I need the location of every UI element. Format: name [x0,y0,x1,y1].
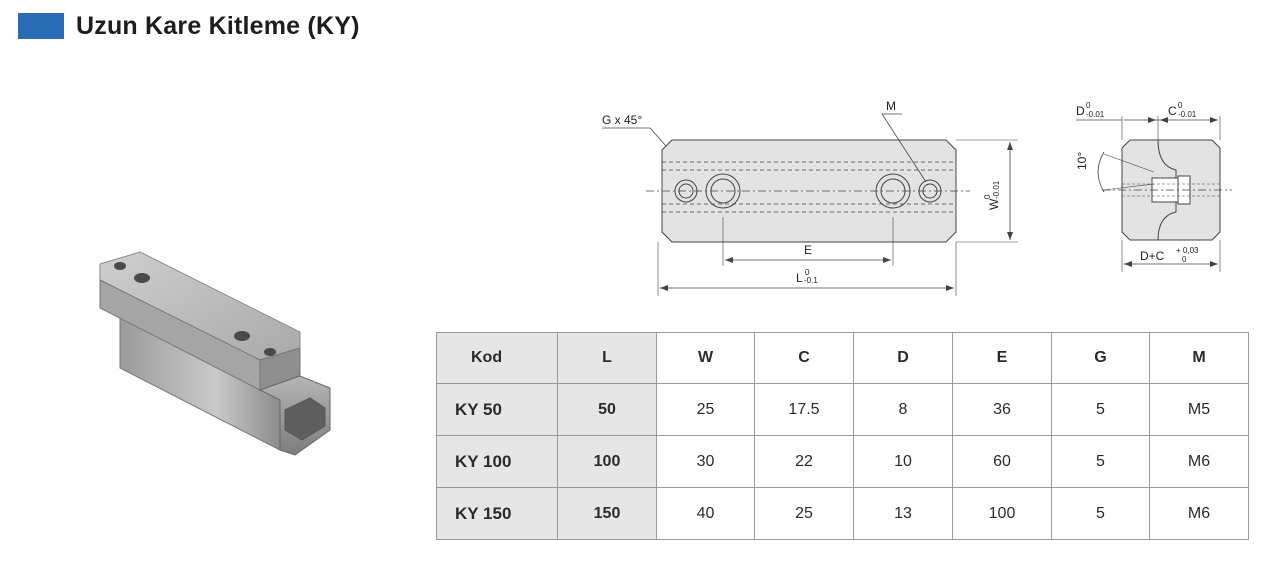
header-w: W [656,332,755,384]
cell-d: 8 [853,383,953,436]
w-dimension-label: W [987,198,1001,210]
cell-d: 10 [853,435,953,488]
header-kod: Kod [436,332,558,384]
cell-m: M6 [1149,487,1249,540]
header-e: E [952,332,1052,384]
cell-kod: KY 50 [436,383,558,436]
cell-d: 13 [853,487,953,540]
cell-l: 150 [557,487,657,540]
cell-l: 50 [557,383,657,436]
header-c: C [754,332,854,384]
w-tol-upper: 0 [983,194,992,199]
table-row: KY 50 50 25 17.5 8 36 5 M5 [436,383,1249,436]
c-tol-lower: -0.01 [1178,110,1197,119]
cell-g: 5 [1051,487,1150,540]
chamfer-label: G x 45° [602,113,642,127]
header-l: L [557,332,657,384]
angle-label: 10° [1075,152,1089,170]
cell-kod: KY 100 [436,435,558,488]
cell-w: 30 [656,435,755,488]
cell-kod: KY 150 [436,487,558,540]
cell-l: 100 [557,435,657,488]
l-tol-lower: -0.1 [804,276,818,285]
cell-g: 5 [1051,435,1150,488]
c-dimension-label: C [1168,104,1177,118]
front-view-drawing: G x 45° M E L 0 -0.1 W 0 -0.01 [602,99,1018,296]
cell-c: 22 [754,435,854,488]
side-view-drawing: D 0 -0.01 C 0 -0.01 10° D+C + 0,03 0 [1075,101,1232,272]
header-g: G [1051,332,1150,384]
page-header: Uzun Kare Kitleme (KY) [18,6,360,46]
d-tol-upper: 0 [1086,101,1091,110]
e-dimension-label: E [804,243,812,257]
table-row: KY 100 100 30 22 10 60 5 M6 [436,435,1249,488]
c-tol-upper: 0 [1178,101,1183,110]
cell-e: 36 [952,383,1052,436]
header-accent-mark [18,13,64,39]
d-dimension-label: D [1076,104,1085,118]
cell-g: 5 [1051,383,1150,436]
thread-label: M [886,99,896,113]
l-dimension-label: L [796,271,803,285]
cell-m: M6 [1149,435,1249,488]
dc-tol-lower: 0 [1182,255,1187,264]
l-tol-upper: 0 [805,268,810,277]
table-row: KY 150 150 40 25 13 100 5 M6 [436,487,1249,540]
cell-c: 25 [754,487,854,540]
d-tol-lower: -0.01 [1086,110,1105,119]
cell-m: M5 [1149,383,1249,436]
page-title: Uzun Kare Kitleme (KY) [76,11,360,40]
cell-w: 25 [656,383,755,436]
product-photo [99,251,331,456]
w-tol-lower: -0.01 [992,180,1001,199]
cell-w: 40 [656,487,755,540]
header-m: M [1149,332,1249,384]
dc-tol-upper: + 0,03 [1176,246,1199,255]
cell-e: 100 [952,487,1052,540]
cell-c: 17.5 [754,383,854,436]
spec-table: Kod L W C D E G M KY 50 50 25 17.5 8 36 … [436,332,1249,540]
cell-e: 60 [952,435,1052,488]
header-d: D [853,332,953,384]
table-header-row: Kod L W C D E G M [436,332,1249,384]
dc-dimension-label: D+C [1140,249,1165,263]
